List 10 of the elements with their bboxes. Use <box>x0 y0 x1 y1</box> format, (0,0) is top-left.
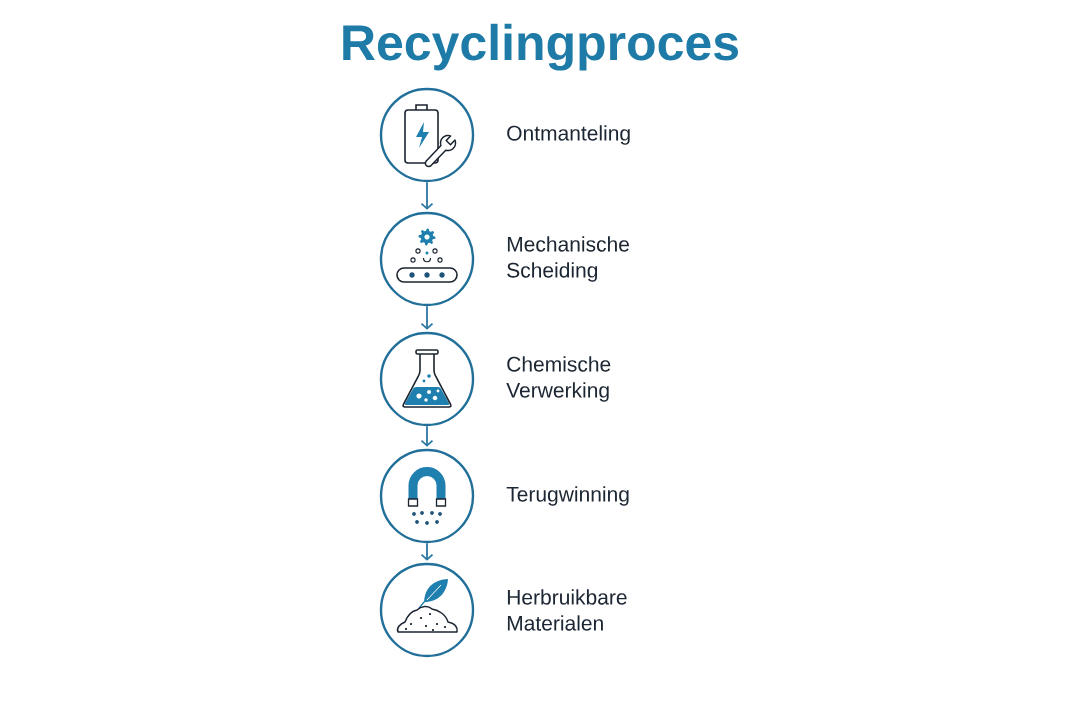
step-label: Herbruikbare Materialen <box>507 589 627 631</box>
arrow <box>420 542 434 561</box>
step-label: Terugwinning <box>506 486 629 506</box>
arrow <box>420 305 434 330</box>
arrow <box>420 425 434 447</box>
step-label: Mechanische Scheiding <box>507 236 629 282</box>
title: Recyclingproces <box>343 23 738 71</box>
arrow <box>420 181 434 210</box>
step-label: Chemische Verwerking <box>506 356 611 402</box>
step-label: Ontmanteling <box>507 125 630 145</box>
